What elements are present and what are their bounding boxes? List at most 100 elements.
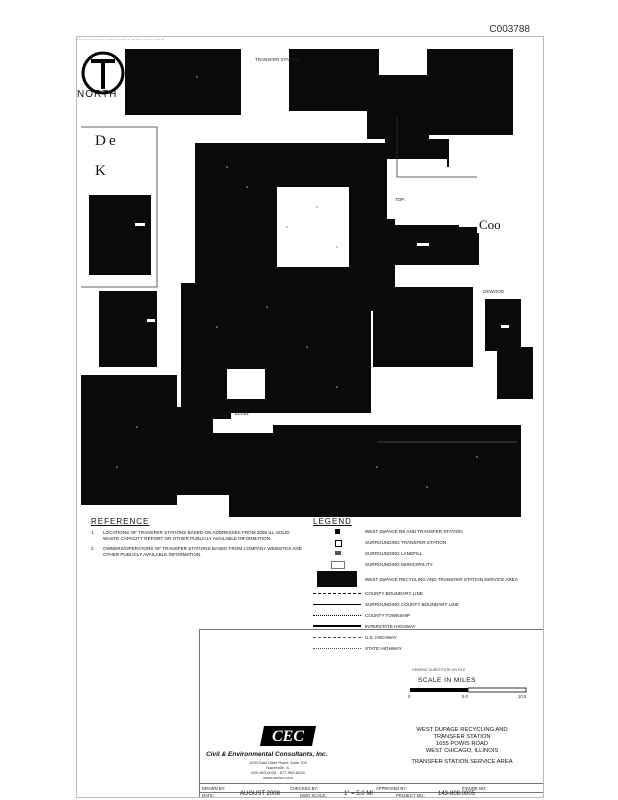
project-line: TRANSFER STATION xyxy=(433,734,491,740)
map-block xyxy=(427,49,513,135)
scale-tick: 0 xyxy=(408,694,411,699)
legend-item: INTERSTATE HIGHWAY xyxy=(307,621,537,632)
county-label-letter: e xyxy=(109,133,116,149)
map-clearing xyxy=(387,159,447,219)
scale-title: SCALE IN MILES xyxy=(418,677,476,684)
map-block xyxy=(229,425,521,517)
legend-symbol xyxy=(307,526,365,537)
legend-title: LEGEND xyxy=(313,517,352,526)
divider xyxy=(200,783,543,784)
legend-label: SURROUNDING TRANSFER STATION xyxy=(365,540,447,545)
reference-number: 1. xyxy=(91,530,95,535)
legend-symbol xyxy=(307,559,365,570)
legend-symbol xyxy=(307,632,365,643)
map-label: TOP. xyxy=(395,197,405,202)
legend-section: LEGEND WEST DuPAGE RE AND TRANSFER STATI… xyxy=(307,517,537,654)
cec-logo: CEC xyxy=(260,726,316,746)
legend-symbol xyxy=(307,610,365,621)
legend-label: COUNTY BOUNDARY LINE xyxy=(365,591,423,596)
drawing-title: TRANSFER STATION SERVICE AREA xyxy=(411,759,513,765)
reference-item: 2. OWNERS/OPERATORS OF TRANSFER STATIONS… xyxy=(91,546,303,558)
county-label-letter: K xyxy=(95,163,106,179)
reference-section: REFERENCE 1. LOCATIONS OF TRANSFER STATI… xyxy=(91,517,303,558)
project-line: 1655 POWIS ROAD xyxy=(435,741,489,747)
map-clearing xyxy=(407,369,497,419)
document-id: C003788 xyxy=(489,24,530,35)
scale-tick: 5.0 xyxy=(462,694,468,699)
county-boundary-line xyxy=(81,126,158,288)
dwg-scale-value: 1" = 5.0 MI xyxy=(344,791,373,797)
map-block xyxy=(181,283,371,413)
header-text: ··· ········ ········ ······· ········ ·… xyxy=(77,37,165,42)
legend-symbol xyxy=(307,537,365,548)
north-label: NORTH xyxy=(77,89,118,100)
address-line: www.cecinc.com xyxy=(263,775,293,780)
map-block xyxy=(373,287,473,367)
legend-item: SURROUNDING COUNTY BOUNDARY LINE xyxy=(307,599,537,610)
figure-no-label: FIGURE NO.: xyxy=(462,786,488,791)
scale-note: GRAPHIC SUBSTITUTE ON FILE xyxy=(412,668,466,672)
logo-text: CEC xyxy=(272,728,304,745)
legend-symbol xyxy=(307,621,365,632)
project-line: WEST CHICAGO, ILLINOIS xyxy=(425,748,499,754)
map-block xyxy=(497,347,533,399)
map-block xyxy=(99,291,157,367)
map-clearing xyxy=(307,121,347,141)
project-line: WEST DUPAGE RECYCLING AND xyxy=(416,727,508,733)
legend-label: COUNTY TOWNSHIP xyxy=(365,613,411,618)
company-address: 1230 East Diehl Road, Suite 200 Napervil… xyxy=(228,760,328,780)
scale-bar xyxy=(410,687,527,693)
address-line: 630-963-6026 · 877-963-6026 xyxy=(251,770,305,775)
map-clearing xyxy=(213,419,273,433)
reference-text: LOCATIONS OF TRANSFER STATIONS BASED ON … xyxy=(103,530,290,541)
legend-item: SURROUNDING LANDFILL xyxy=(307,548,537,559)
legend-item: COUNTY BOUNDARY LINE xyxy=(307,588,537,599)
drawn-by-label: DRAWN BY: xyxy=(202,786,226,791)
approved-by-label: APPROVED BY: xyxy=(376,786,407,791)
reference-number: 2. xyxy=(91,546,95,551)
divider xyxy=(200,792,543,793)
reference-text: OWNERS/OPERATORS OF TRANSFER STATIONS BA… xyxy=(103,546,303,557)
map-label: OKWOOD xyxy=(483,289,504,294)
legend-symbol xyxy=(307,548,365,559)
address-line: Naperville, IL xyxy=(266,765,290,770)
legend-label: STATE HIGHWAY xyxy=(365,646,402,651)
legend-label: WEST DuPAGE RECYCLING AND TRANSFER STATI… xyxy=(365,576,518,582)
drawing-sheet: ··· ········ ········ ······· ········ ·… xyxy=(76,36,544,798)
map-block xyxy=(81,375,177,505)
date-value: AUGUST 2008 xyxy=(240,791,280,797)
legend-symbol xyxy=(307,588,365,599)
legend-label: INTERSTATE HIGHWAY xyxy=(365,624,416,629)
map-block xyxy=(367,75,429,139)
north-arrow-icon xyxy=(81,51,125,95)
legend-label: WEST DuPAGE RE AND TRANSFER STATION xyxy=(365,529,463,534)
map-label: TRANSFER STATION xyxy=(255,57,300,62)
project-info: WEST DUPAGE RECYCLING AND TRANSFER STATI… xyxy=(382,727,542,766)
legend-label: SURROUNDING LANDFILL xyxy=(365,551,423,556)
legend-item: U.S. HIGHWAY xyxy=(307,632,537,643)
legend-item: WEST DuPAGE RE AND TRANSFER STATION xyxy=(307,526,537,537)
map-label: ELGIN xyxy=(235,411,249,416)
reference-title: REFERENCE xyxy=(91,517,150,526)
legend-label: SURROUNDING MUNICIPALITY xyxy=(365,562,433,567)
legend-label: U.S. HIGHWAY xyxy=(365,635,397,640)
legend-symbol xyxy=(307,570,365,588)
date-label: DATE: xyxy=(202,793,215,798)
title-block: GRAPHIC SUBSTITUTE ON FILE SCALE IN MILE… xyxy=(199,629,543,798)
project-no-label: PROJECT NO.: xyxy=(396,793,426,798)
legend-label: SURROUNDING COUNTY BOUNDARY LINE xyxy=(365,602,459,607)
checked-by-label: CHECKED BY: xyxy=(290,786,319,791)
map-clearing xyxy=(227,369,265,399)
legend-item: STATE HIGHWAY xyxy=(307,643,537,654)
company-name: Civil & Environmental Consultants, Inc. xyxy=(206,751,328,758)
legend-item: COUNTY TOWNSHIP xyxy=(307,610,537,621)
map-clearing xyxy=(277,187,349,267)
address-line: 1230 East Diehl Road, Suite 200 xyxy=(248,760,308,765)
file-path-header: ··· ········ ········ ······· ········ ·… xyxy=(77,37,543,45)
service-area-map xyxy=(77,47,543,517)
scale-tick: 10.0 xyxy=(518,694,527,699)
county-boundary-line xyxy=(396,117,477,178)
map-speckle xyxy=(116,76,478,488)
reference-item: 1. LOCATIONS OF TRANSFER STATIONS BASED … xyxy=(91,530,303,542)
map-marker-group xyxy=(135,223,509,328)
